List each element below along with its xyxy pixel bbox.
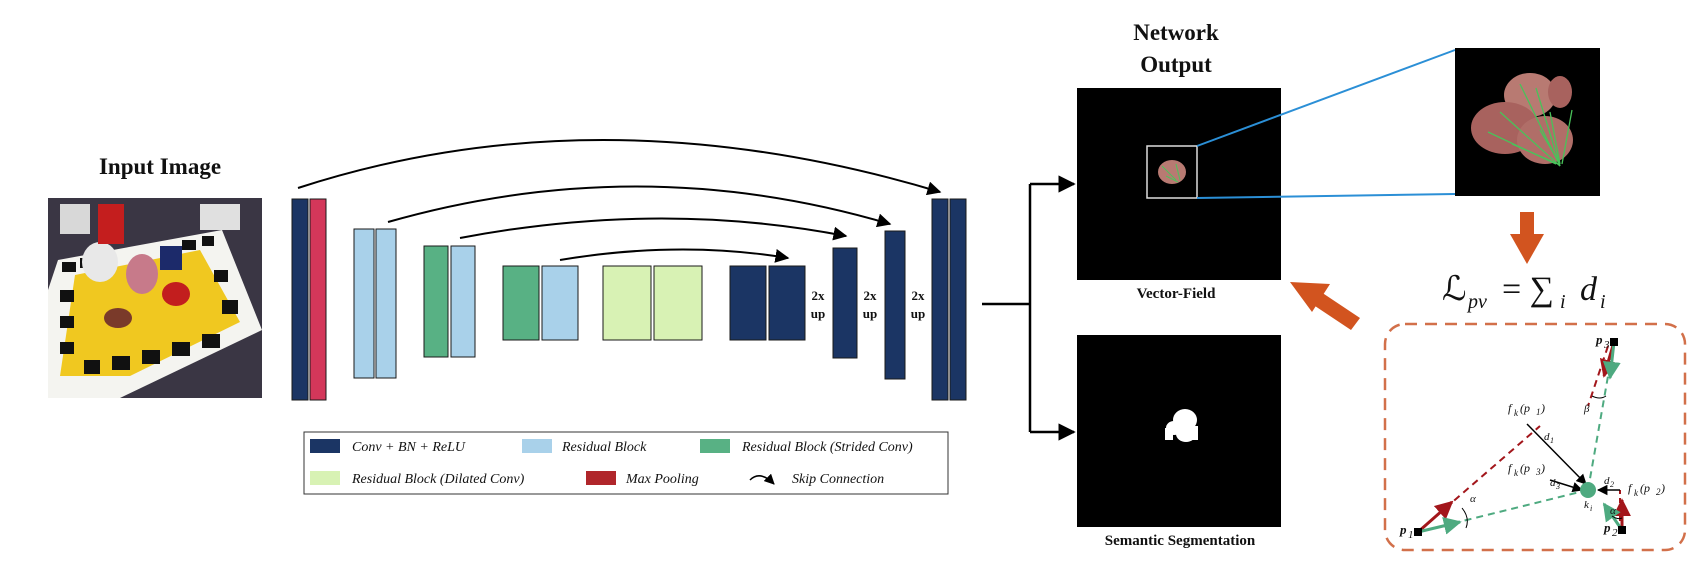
loss-lhs: ℒ — [1442, 271, 1467, 308]
svg-text:d: d — [1550, 477, 1556, 489]
zoomed-vector-field — [1455, 48, 1600, 196]
legend-skip: Skip Connection — [792, 472, 884, 487]
loss-term-sub: i — [1600, 291, 1606, 313]
conv-block — [291, 198, 309, 401]
residual-strided-block — [423, 245, 449, 358]
svg-text:): ) — [1660, 481, 1665, 495]
conv-block — [768, 265, 806, 341]
svg-text:k: k — [1514, 408, 1519, 418]
legend: Conv + BN + ReLU Residual Block Residual… — [303, 431, 949, 495]
legend-conv: Conv + BN + ReLU — [352, 440, 466, 455]
conv-block — [832, 247, 858, 359]
loss-sum-sub: i — [1560, 291, 1566, 313]
network-output-title: Output — [1140, 52, 1212, 77]
svg-text:d: d — [1544, 431, 1550, 443]
residual-block — [450, 245, 476, 358]
orange-arrow-left — [1290, 282, 1360, 330]
loss-term: d — [1580, 271, 1598, 308]
semantic-segmentation-label: Semantic Segmentation — [1105, 533, 1256, 549]
conv-block — [884, 230, 906, 380]
upsample-label: 2x — [812, 288, 826, 303]
svg-text:β: β — [1583, 403, 1590, 415]
svg-text:): ) — [1540, 401, 1545, 415]
vector-field-output — [1077, 88, 1281, 280]
svg-text:k: k — [1584, 499, 1590, 511]
svg-text:(p: (p — [1640, 481, 1650, 495]
zoom-line — [1196, 49, 1456, 147]
svg-text:2: 2 — [1610, 480, 1614, 489]
segmentation-output — [1077, 335, 1281, 527]
network-blocks — [291, 198, 967, 401]
svg-text:1: 1 — [1550, 436, 1554, 445]
svg-text:1: 1 — [1408, 529, 1414, 541]
residual-dilated-block — [602, 265, 652, 341]
svg-text:3: 3 — [1603, 339, 1610, 351]
vector-field-label: Vector-Field — [1137, 286, 1217, 302]
legend-residual-strided: Residual Block (Strided Conv) — [741, 440, 913, 455]
residual-block — [541, 265, 579, 341]
legend-max-pooling: Max Pooling — [625, 472, 699, 487]
legend-residual: Residual Block — [561, 440, 647, 455]
conv-block — [949, 198, 967, 401]
network-output-title: Network — [1133, 20, 1219, 45]
svg-text:p: p — [1399, 522, 1407, 537]
legend-residual-dilated: Residual Block (Dilated Conv) — [351, 472, 525, 487]
skip-connection-arc-2 — [387, 185, 892, 228]
zoom-line — [1196, 193, 1456, 199]
svg-text:d: d — [1604, 475, 1610, 487]
upsample-label: 2x — [864, 288, 878, 303]
svg-text:(p: (p — [1520, 461, 1530, 475]
svg-text:): ) — [1540, 461, 1545, 475]
svg-text:3: 3 — [1535, 467, 1541, 477]
svg-text:k: k — [1634, 488, 1639, 498]
upsample-label: 2x — [912, 288, 926, 303]
svg-text:2: 2 — [1656, 487, 1661, 497]
conv-block — [729, 265, 767, 341]
residual-strided-block — [502, 265, 540, 341]
input-image — [48, 198, 262, 398]
upsample-label: up — [911, 306, 925, 321]
svg-text:(p: (p — [1520, 401, 1530, 415]
conv-block — [931, 198, 949, 401]
skip-connection-arc-4 — [559, 248, 790, 263]
svg-text:p: p — [1595, 332, 1603, 347]
legend-swatch-max-pooling — [586, 471, 616, 485]
max-pooling-block — [309, 198, 327, 401]
orange-arrow-down — [1510, 212, 1544, 264]
svg-text:f: f — [1508, 401, 1513, 415]
svg-text:p: p — [1603, 520, 1611, 535]
residual-block — [375, 228, 397, 379]
svg-text:1: 1 — [1536, 407, 1541, 417]
legend-skip-icon — [749, 473, 775, 485]
legend-swatch-residual-strided — [700, 439, 730, 453]
loss-formula: ℒ pv = ∑ i d i — [1442, 271, 1606, 313]
svg-text:2: 2 — [1612, 527, 1618, 539]
input-image-title: Input Image — [99, 154, 221, 179]
svg-text:i: i — [1590, 504, 1592, 513]
geometry-labels: p 1 p 2 p 3 f k (p 1 ) f k (p 3 ) f k (p… — [1399, 332, 1665, 541]
svg-text:f: f — [1508, 461, 1513, 475]
upsample-label: up — [811, 306, 825, 321]
upsample-label: up — [863, 306, 877, 321]
svg-text:α: α — [1470, 493, 1476, 505]
legend-swatch-residual — [522, 439, 552, 453]
skip-connection-arc-1 — [297, 139, 942, 196]
svg-text:α: α — [1610, 505, 1616, 517]
svg-text:k: k — [1514, 468, 1519, 478]
legend-swatch-residual-dilated — [310, 471, 340, 485]
legend-swatch-conv — [310, 439, 340, 453]
svg-text:3: 3 — [1555, 482, 1560, 491]
loss-rhs: = ∑ — [1502, 271, 1554, 308]
geometry-inset-frame — [1383, 322, 1687, 552]
residual-dilated-block — [653, 265, 703, 341]
output-branch-arrows — [982, 175, 1076, 441]
svg-text:f: f — [1628, 481, 1633, 495]
skip-connection-arc-3 — [459, 217, 848, 241]
geometry-inset — [1414, 338, 1631, 536]
loss-sub: pv — [1466, 291, 1487, 313]
residual-block — [353, 228, 375, 379]
